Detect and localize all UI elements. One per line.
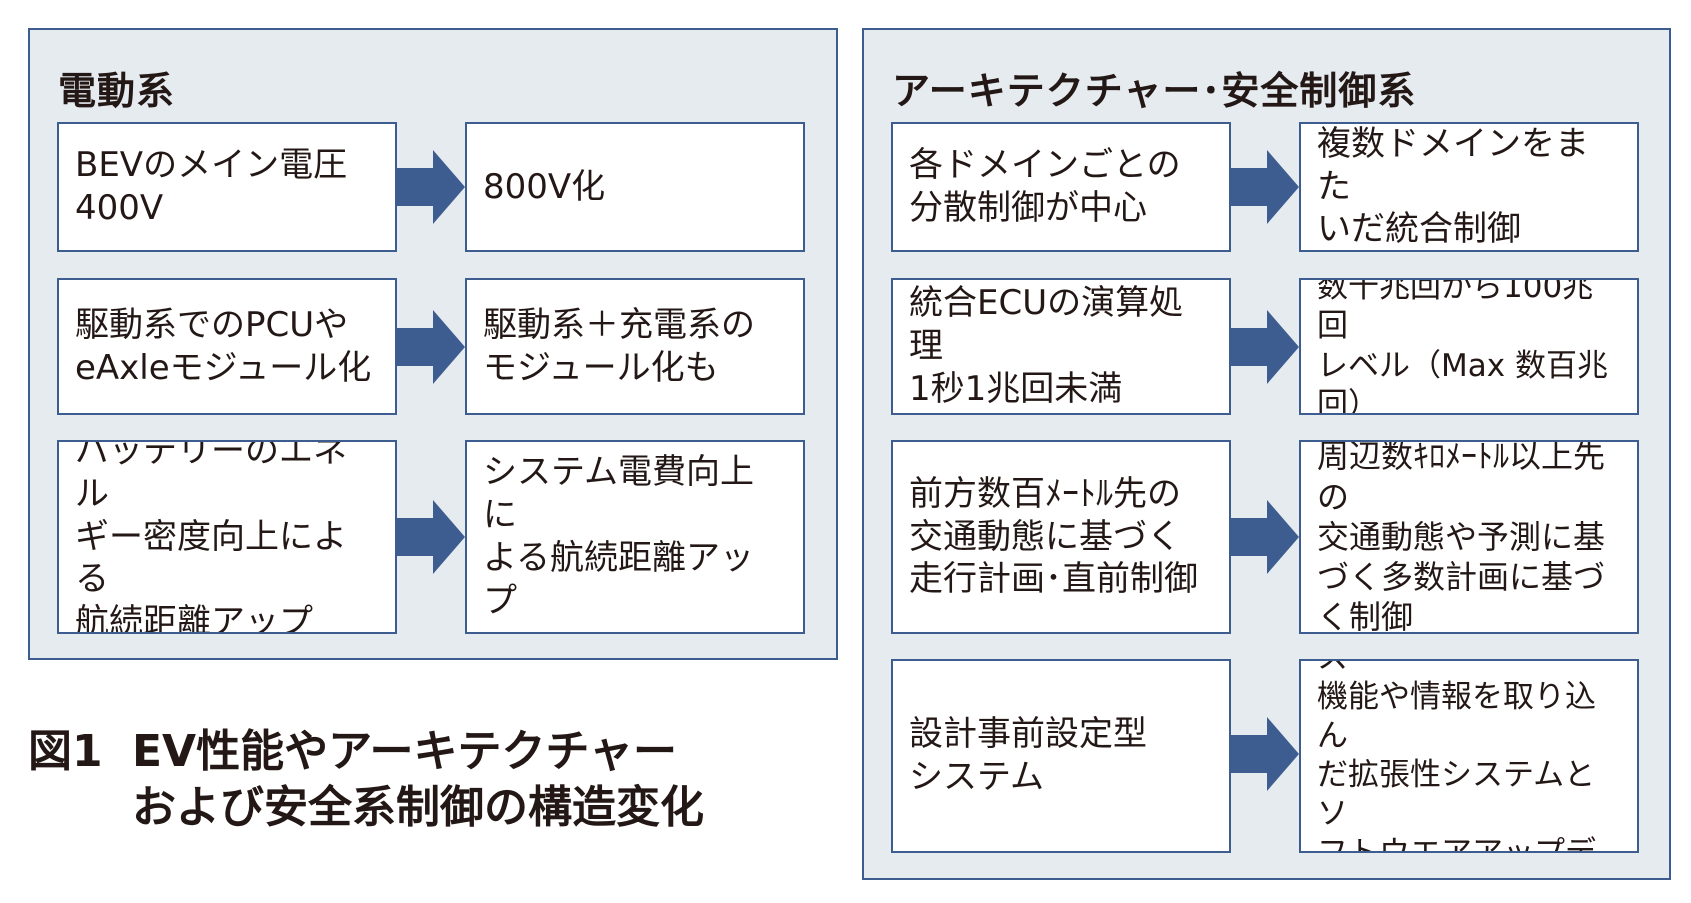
architecture-after-box-1: 複数ドメインをまた いだ統合制御 <box>1299 122 1639 252</box>
transition-arrow <box>397 500 465 574</box>
caption-title-line-2: および安全系制御の構造変化 <box>132 781 704 833</box>
figure-number: 図1 <box>28 726 103 777</box>
transition-arrow <box>1231 310 1299 384</box>
architecture-safety-title: アーキテクチャー･安全制御系 <box>892 69 1417 113</box>
transition-arrow <box>397 310 465 384</box>
electric-after-box-1: 800V化 <box>465 122 805 252</box>
electric-system-title: 電動系 <box>58 69 176 113</box>
architecture-before-box-1: 各ドメインごとの 分散制御が中心 <box>891 122 1231 252</box>
transition-arrow <box>1231 150 1299 224</box>
transition-arrow <box>1231 717 1299 791</box>
architecture-after-box-4: 外部インフラ･サービス 機能や情報を取り込ん だ拡張性システムとソ フトウエアア… <box>1299 659 1639 853</box>
caption-line-1: 図1 EV性能やアーキテクチャー <box>28 724 704 780</box>
electric-after-box-3: システム電費向上に よる航続距離アップ <box>465 440 805 634</box>
architecture-before-box-2: 統合ECUの演算処理 1秒1兆回未満 <box>891 278 1231 415</box>
electric-before-box-3: バッテリーのエネル ギー密度向上による 航続距離アップ <box>57 440 397 634</box>
transition-arrow <box>397 150 465 224</box>
figure-caption: 図1 EV性能やアーキテクチャー および安全系制御の構造変化 <box>28 724 704 836</box>
electric-after-box-2: 駆動系＋充電系の モジュール化も <box>465 278 805 415</box>
electric-before-box-2: 駆動系でのPCUや eAxleモジュール化 <box>57 278 397 415</box>
caption-title-line-1: EV性能やアーキテクチャー <box>132 726 678 777</box>
architecture-before-box-3: 前方数百ﾒｰﾄﾙ先の 交通動態に基づく 走行計画･直前制御 <box>891 440 1231 634</box>
architecture-after-box-3: 周辺数ｷﾛﾒｰﾄﾙ以上先の 交通動態や予測に基 づく多数計画に基づ く制御 <box>1299 440 1639 634</box>
electric-before-box-1: BEVのメイン電圧 400V <box>57 122 397 252</box>
transition-arrow <box>1231 500 1299 574</box>
architecture-before-box-4: 設計事前設定型 システム <box>891 659 1231 853</box>
architecture-after-box-2: 数十兆回から100兆回 レベル（Max 数百兆回） <box>1299 278 1639 415</box>
